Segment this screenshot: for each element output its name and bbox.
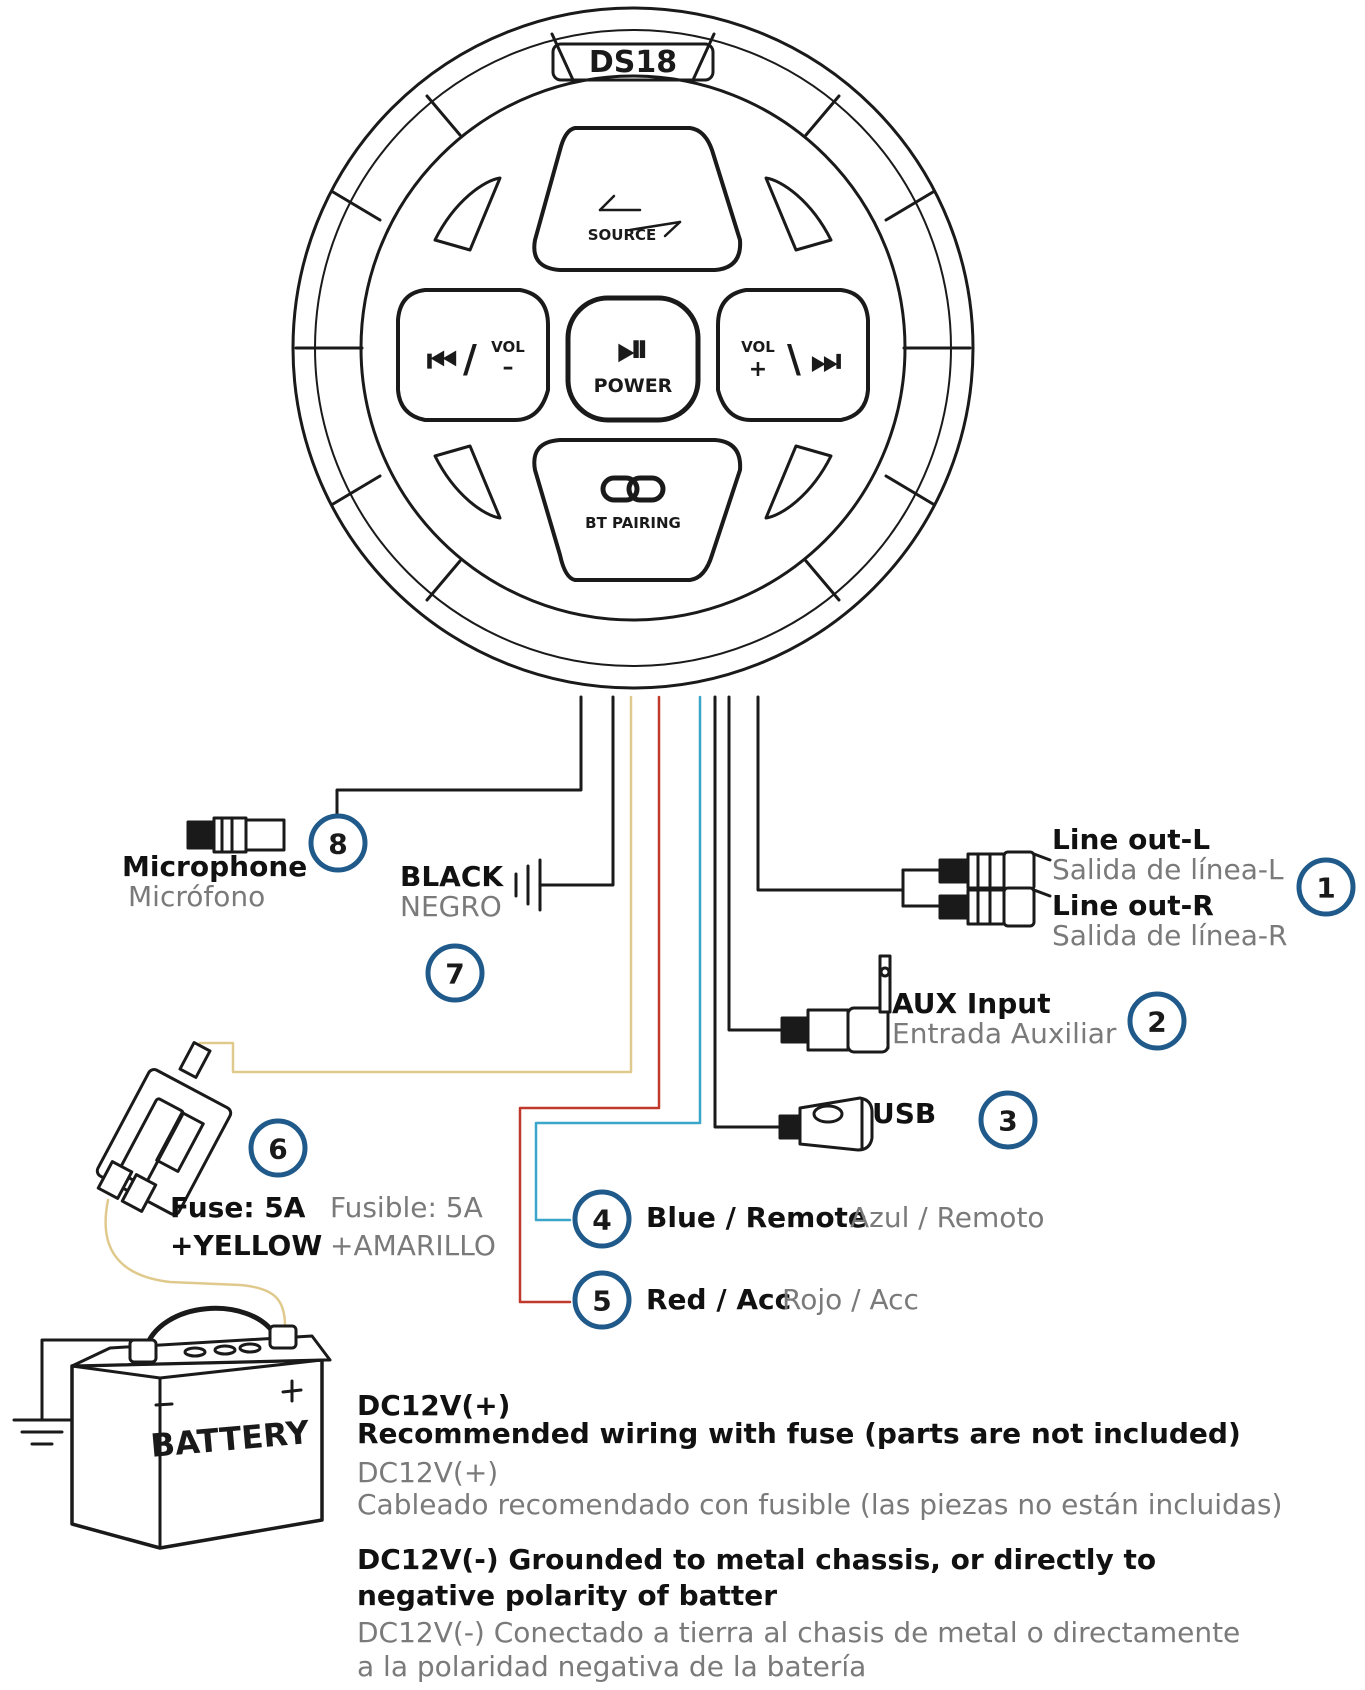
dc-positive-description: Recommended wiring with fuse (parts are … [357, 1417, 1241, 1450]
next-track-icon: ⏭ [811, 341, 842, 381]
wire-black-ground [538, 695, 615, 887]
yellow-es-label: +AMARILLO [330, 1229, 496, 1262]
number-4: 4 [592, 1204, 611, 1237]
minus-icon: – [503, 355, 514, 380]
red-acc-es-label: Rojo / Acc [782, 1283, 919, 1316]
vol-up-next-button[interactable] [716, 288, 870, 422]
microphone-label: Microphone [122, 850, 308, 883]
vol-minus-label: VOL [491, 338, 525, 356]
play-pause-power-button[interactable] [565, 295, 701, 423]
blue-remote-es-label: Azul / Remoto [850, 1201, 1045, 1234]
dc-negative-es-line1: DC12V(-) Conectado a tierra al chasis de… [357, 1616, 1241, 1649]
dc-positive-es-description: Cableado recomendado con fusible (las pi… [357, 1488, 1283, 1521]
number-2: 2 [1147, 1006, 1166, 1039]
bt-pairing-button[interactable] [532, 438, 743, 582]
aux-connector [780, 954, 892, 1054]
source-button[interactable] [532, 126, 743, 272]
number-circle-3 [978, 1090, 1038, 1150]
rca-connector-r [938, 886, 1052, 928]
prev-track-icon: ⏮ [427, 341, 458, 381]
fuse-es-label: Fusible: 5A [330, 1191, 483, 1224]
vol-plus-label: VOL [741, 338, 775, 356]
bt-pairing-label: BT PAIRING [585, 514, 681, 532]
number-circle-1 [1296, 857, 1356, 917]
ground-symbol-black [514, 858, 542, 912]
number-circle-7 [425, 943, 485, 1003]
line-out-l-label: Line out-L [1052, 823, 1211, 856]
aux-input-es-label: Entrada Auxiliar [892, 1017, 1117, 1050]
number-circle-5 [572, 1270, 632, 1330]
wire-red [518, 695, 661, 1304]
brand-logo-text: DS18 [589, 45, 677, 80]
microphone-connector [186, 816, 286, 854]
red-acc-label: Red / Acc [646, 1283, 792, 1316]
fuse-holder [95, 1041, 233, 1216]
yellow-label: +YELLOW [170, 1229, 323, 1262]
wire-yellow-to-battery [104, 1198, 287, 1328]
number-circle-8 [308, 813, 368, 873]
play-pause-icon: ⏯ [617, 326, 649, 372]
bt-link-icon [600, 475, 666, 503]
blue-remote-label: Blue / Remote [646, 1201, 867, 1234]
microphone-es-label: Micrófono [128, 880, 266, 913]
black-es-label: NEGRO [400, 890, 502, 923]
wire-line-out [756, 695, 905, 892]
number-8: 8 [328, 828, 347, 861]
number-3: 3 [998, 1105, 1017, 1138]
number-5: 5 [592, 1285, 611, 1318]
battery-ground [12, 1338, 137, 1446]
usb-label: USB [872, 1097, 937, 1130]
number-circle-6 [248, 1118, 308, 1178]
power-label: POWER [594, 375, 673, 397]
line-out-l-es-label: Salida de línea-L [1052, 853, 1284, 886]
controller-unit [291, 6, 975, 690]
source-label: SOURCE [588, 226, 657, 244]
wire-microphone [335, 695, 583, 824]
slash-divider-icon: / [463, 337, 477, 381]
fuse-label: Fuse: 5A [170, 1191, 306, 1224]
dc-positive-title: DC12V(+) [357, 1389, 511, 1422]
line-out-r-label: Line out-R [1052, 889, 1214, 922]
usb-connector [778, 1096, 874, 1152]
prev-vol-down-button[interactable] [396, 288, 550, 422]
battery [70, 1305, 332, 1550]
dc-positive-es-title: DC12V(+) [357, 1456, 499, 1489]
number-7: 7 [445, 958, 464, 991]
wire-blue [534, 695, 702, 1222]
line-out-r-es-label: Salida de línea-R [1052, 919, 1288, 952]
rca-connector-l [938, 850, 1052, 892]
dc-negative-es-line2: a la polaridad negativa de la batería [357, 1650, 867, 1683]
black-label: BLACK [400, 860, 504, 893]
number-circle-2 [1127, 991, 1187, 1051]
brand-logo [551, 42, 715, 82]
aux-input-label: AUX Input [892, 987, 1051, 1020]
source-arrows-icon [598, 194, 682, 238]
number-1: 1 [1316, 872, 1335, 905]
plus-icon: + [749, 357, 767, 382]
wire-usb [713, 695, 782, 1129]
number-6: 6 [268, 1133, 287, 1166]
number-circle-4 [572, 1189, 632, 1249]
wire-aux [727, 695, 784, 1032]
dc-negative-line2: negative polarity of batter [357, 1579, 778, 1612]
wire-yellow [198, 695, 633, 1074]
dc-negative-line1: DC12V(-) Grounded to metal chassis, or d… [357, 1543, 1157, 1576]
backslash-divider-icon: \ [787, 337, 801, 381]
